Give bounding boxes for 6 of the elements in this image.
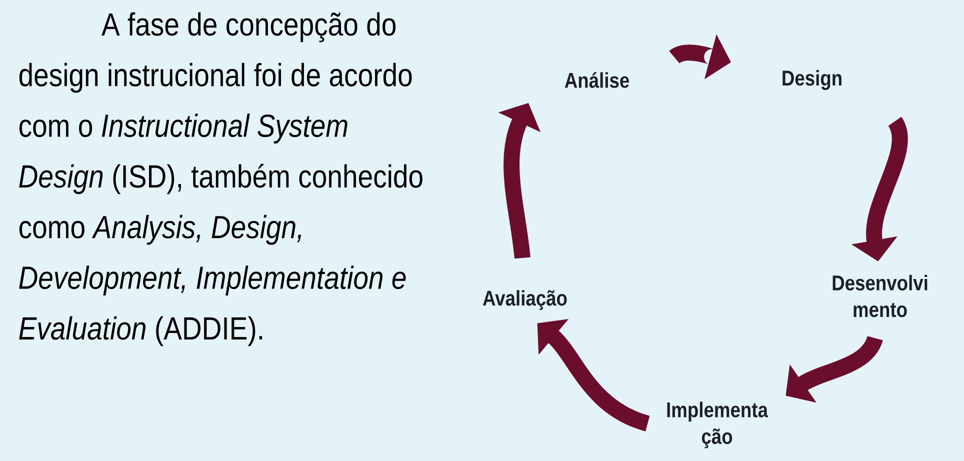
stage-label: Análise bbox=[564, 72, 629, 88]
stage-label: Design bbox=[782, 70, 842, 90]
stage-label: Desenvolvi mento bbox=[832, 274, 928, 318]
body-text: A fase de concepção do design instrucional foi de acordo com o Instructional System Design (ISD), também conhecido como Analysis, Design, Development, Implementation e Evaluation (ADDIE). bbox=[19, 12, 422, 346]
stage-label: Avaliação bbox=[482, 290, 567, 310]
stage-label: Implementa ção bbox=[667, 402, 768, 448]
